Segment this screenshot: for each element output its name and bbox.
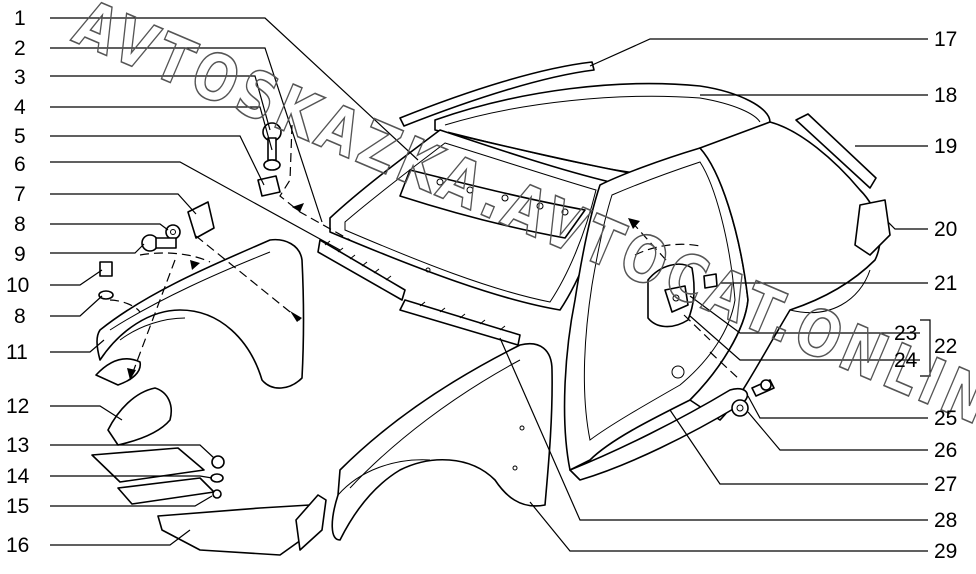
callout-18: 18 xyxy=(934,84,957,107)
callout-14: 14 xyxy=(6,465,30,488)
callout-4: 4 xyxy=(14,96,26,119)
roof-drip-moulding xyxy=(399,61,595,127)
upper-cowl-seal xyxy=(317,239,406,301)
splash-shield-flange xyxy=(295,494,327,551)
front-fender xyxy=(331,343,553,541)
sill-fasteners xyxy=(731,379,775,417)
rear-panel-bracket xyxy=(854,199,891,256)
cowl-seals xyxy=(317,239,521,346)
assembly-lines xyxy=(109,124,741,381)
callout-19: 19 xyxy=(934,135,957,158)
splash-guard-12 xyxy=(107,387,172,446)
callout-11: 11 xyxy=(6,341,28,364)
splash-shield-upper xyxy=(91,447,205,483)
inner-fender-lower xyxy=(95,358,142,386)
callout-5: 5 xyxy=(14,125,26,148)
under-shields xyxy=(91,387,327,556)
callout-15: 15 xyxy=(6,495,29,518)
inner-wheel-arch xyxy=(95,238,305,389)
fuel-filler-hinge xyxy=(664,285,689,313)
clip-nut xyxy=(257,175,281,197)
callout-16: 16 xyxy=(6,534,29,557)
callout-9: 9 xyxy=(14,243,26,266)
washer-14 xyxy=(210,473,224,483)
bolt-10 xyxy=(99,261,113,277)
callout-8: 8 xyxy=(14,213,26,236)
rear-body-side xyxy=(689,121,881,421)
callout-25: 25 xyxy=(934,407,957,430)
callout-21: 21 xyxy=(934,272,957,295)
fuel-filler-assembly xyxy=(647,263,718,328)
washer-8b xyxy=(98,290,114,300)
front-wing-panel xyxy=(96,238,305,389)
callout-28: 28 xyxy=(934,509,957,532)
callout-1: 1 xyxy=(14,7,26,30)
leader-lines xyxy=(50,17,931,552)
callout-24: 24 xyxy=(894,349,918,372)
splash-shield-mid xyxy=(117,477,215,505)
rear-trim-strip xyxy=(795,113,877,189)
lower-cowl-seal xyxy=(399,299,521,346)
washer xyxy=(263,159,281,171)
callouts-left: 1 2 3 4 5 6 7 8 9 10 8 11 12 13 14 15 16 xyxy=(6,7,30,557)
callout-17: 17 xyxy=(934,28,957,51)
callout-13: 13 xyxy=(6,434,29,457)
cowl-panel xyxy=(399,169,586,239)
callout-7: 7 xyxy=(14,183,26,206)
callout-2: 2 xyxy=(14,37,26,60)
callout-20: 20 xyxy=(934,218,957,241)
callout-12: 12 xyxy=(6,395,29,418)
callout-10: 10 xyxy=(6,274,29,297)
screw-15 xyxy=(212,489,222,499)
side-sill xyxy=(569,387,749,481)
fender-bracket xyxy=(187,201,215,239)
clip-13 xyxy=(211,455,225,469)
callout-26: 26 xyxy=(934,439,957,462)
bump-stop xyxy=(703,273,718,289)
callout-22: 22 xyxy=(934,335,957,358)
callout-27: 27 xyxy=(934,473,957,496)
small-hardware xyxy=(98,122,282,300)
callout-29: 29 xyxy=(934,540,957,563)
callout-8b: 8 xyxy=(14,305,26,328)
body-shell xyxy=(329,82,881,481)
callout-23: 23 xyxy=(894,322,917,345)
washer-8 xyxy=(165,224,181,240)
callout-3: 3 xyxy=(14,66,26,89)
callout-6: 6 xyxy=(14,153,26,176)
callouts-right: 17 18 19 20 21 23 24 22 25 26 27 28 29 xyxy=(894,28,957,563)
